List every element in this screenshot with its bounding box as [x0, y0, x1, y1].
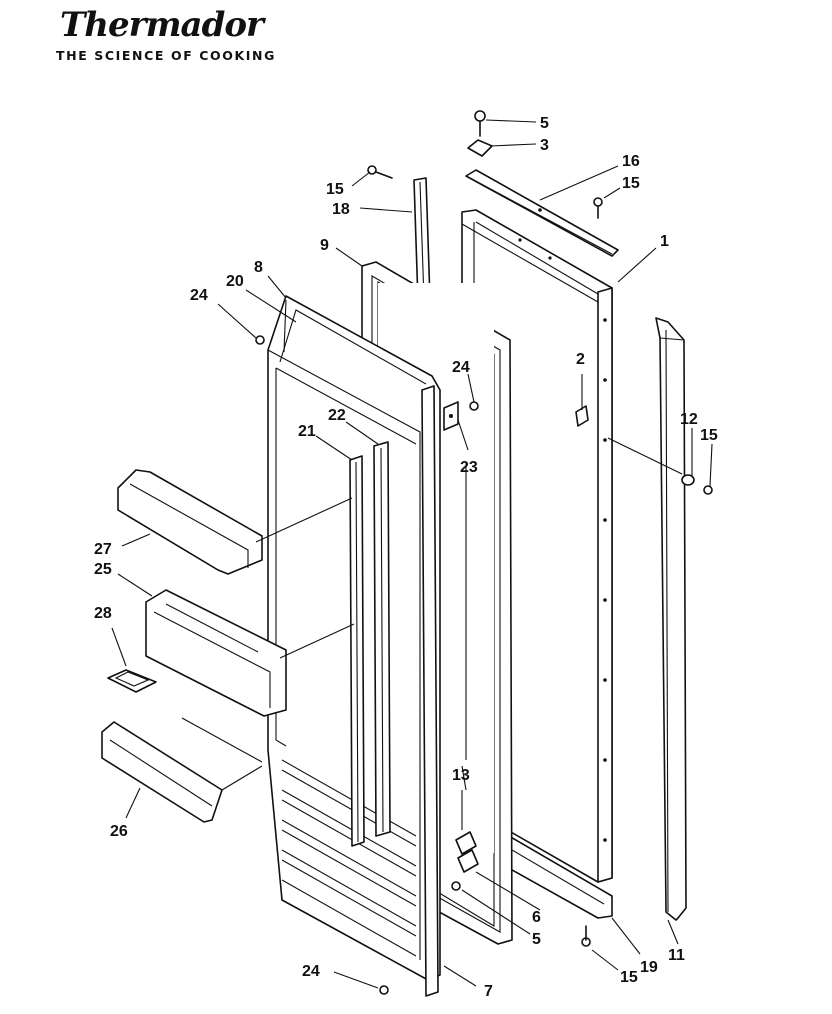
callout-28: 28 [94, 605, 112, 622]
callout-25: 25 [94, 561, 112, 578]
part-16-top-bar [465, 169, 619, 257]
callout-24: 24 [452, 359, 470, 376]
callout-8: 8 [254, 259, 263, 276]
part-21-support [349, 455, 365, 847]
part-23-bracket [443, 401, 459, 431]
callout-5: 5 [532, 931, 541, 948]
hardware [255, 110, 713, 995]
callout-26: 26 [110, 823, 128, 840]
brand-logo: Thermador THE SCIENCE OF COOKING [56, 5, 276, 63]
callout-20: 20 [226, 273, 244, 290]
callout-12: 12 [680, 411, 698, 428]
callout-15: 15 [700, 427, 718, 444]
callout-6: 6 [532, 909, 541, 926]
callout-21: 21 [298, 423, 316, 440]
callout-27: 27 [94, 541, 112, 558]
callout-1: 1 [660, 233, 669, 250]
callout-19: 19 [640, 959, 658, 976]
leader-lines [111, 119, 713, 989]
part-11-side-trim [655, 317, 687, 921]
part-18-strip [413, 177, 431, 303]
callout-24: 24 [190, 287, 208, 304]
callout-22: 22 [328, 407, 346, 424]
callout-24: 24 [302, 963, 320, 980]
part-27-door-bin [117, 469, 263, 575]
callout-23: 23 [460, 459, 478, 476]
brand-tagline: THE SCIENCE OF COOKING [56, 48, 276, 63]
callout-15: 15 [620, 969, 638, 986]
panel-screw-holes [518, 238, 607, 842]
callout-11: 11 [668, 947, 685, 964]
part-28-tray [107, 669, 157, 693]
part-7-strip [421, 385, 439, 997]
callout-labels: 5 3 16 15 15 18 9 1 8 20 24 24 2 12 15 2… [94, 115, 718, 1000]
liner-ribs [281, 759, 417, 957]
callout-2: 2 [576, 351, 585, 368]
callout-18: 18 [332, 201, 350, 218]
brand-name: Thermador [60, 5, 264, 45]
callout-16: 16 [622, 153, 640, 170]
part-26-kickplate [101, 721, 223, 823]
callout-9: 9 [320, 237, 329, 254]
callout-7: 7 [484, 983, 493, 1000]
callout-15: 15 [326, 181, 344, 198]
part-22-support [373, 441, 391, 837]
part-25-bucket [145, 589, 287, 717]
callout-15: 15 [622, 175, 640, 192]
callout-13: 13 [452, 767, 470, 784]
callout-3: 3 [540, 137, 549, 154]
callout-5: 5 [540, 115, 549, 132]
